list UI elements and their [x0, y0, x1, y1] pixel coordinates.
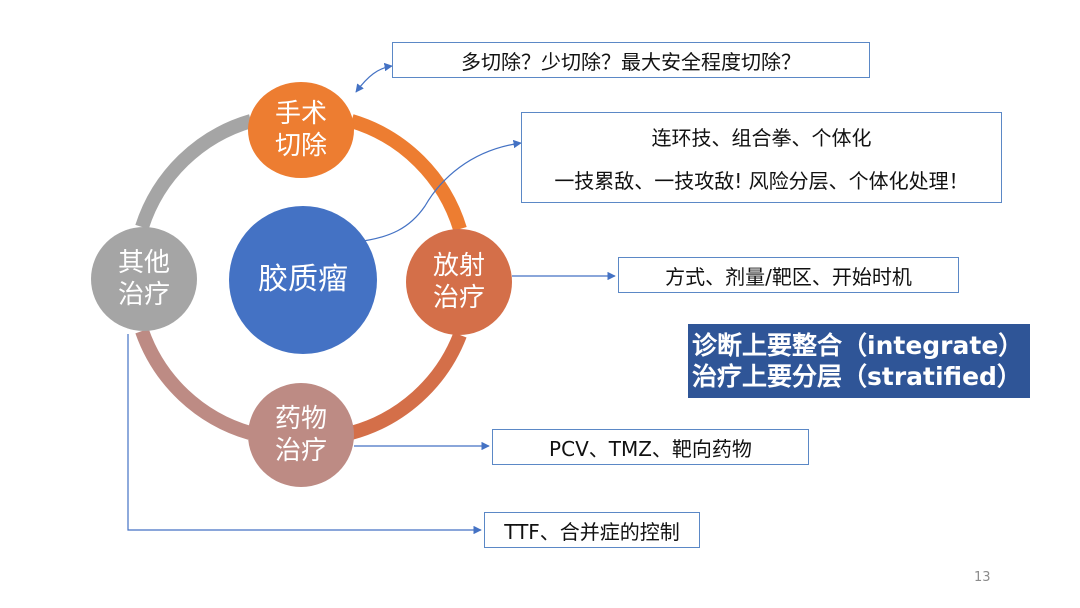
node-other: 其他 治疗 [91, 227, 197, 331]
connector-radio-center [355, 139, 522, 246]
node-radiotherapy-line2: 治疗 [432, 283, 485, 313]
note-box-radiotherapy: 连环技、组合拳、个体化 一技累敌、一技攻敌! 风险分层、个体化处理！ [521, 112, 1002, 203]
note-radiotherapy-line1: 连环技、组合拳、个体化 [651, 125, 872, 150]
note-drug-text: PCV、TMZ、靶向药物 [549, 436, 752, 461]
ring-segment-drug-other [135, 328, 253, 440]
connector-other [127, 334, 482, 535]
banner-line2: 治疗上要分层（stratified） [692, 362, 1022, 391]
banner-line1: 诊断上要整合（integrate） [692, 330, 1024, 360]
connector-surgery [355, 62, 393, 93]
note-other-text: TTF、合并症的控制 [504, 519, 680, 544]
node-radiotherapy: 放射 治疗 [406, 229, 512, 335]
center-label: 胶质瘤 [258, 262, 348, 298]
summary-banner: 诊断上要整合（integrate） 治疗上要分层（stratified） [688, 324, 1030, 398]
node-surgery-line1: 手术 [274, 98, 327, 129]
note-box-radiotherapy-mode: 方式、剂量/靶区、开始时机 [618, 257, 959, 293]
center-node-glioma: 胶质瘤 [229, 206, 377, 354]
node-other-line2: 治疗 [117, 280, 170, 310]
ring-segment-radio-drug [349, 332, 467, 440]
node-surgery-line2: 切除 [274, 131, 327, 161]
node-other-line1: 其他 [117, 247, 170, 278]
note-box-other: TTF、合并症的控制 [484, 512, 700, 548]
node-radiotherapy-line1: 放射 [432, 250, 485, 281]
page-number: 13 [974, 570, 991, 585]
node-surgery: 手术 切除 [248, 82, 354, 178]
node-drug-line1: 药物 [274, 403, 327, 434]
node-drug-line2: 治疗 [274, 436, 327, 466]
node-drug: 药物 治疗 [248, 383, 354, 487]
note-radiotherapy-line2: 一技累敌、一技攻敌! 风险分层、个体化处理！ [554, 168, 969, 193]
ring-segment-other-surgery [135, 114, 254, 230]
note-box-surgery: 多切除？少切除？最大安全程度切除？ [392, 42, 870, 78]
note-radiotherapy-mode-text: 方式、剂量/靶区、开始时机 [665, 264, 912, 289]
note-box-drug: PCV、TMZ、靶向药物 [492, 429, 809, 465]
ring-segment-surgery-radio [349, 114, 467, 232]
note-surgery-text: 多切除？少切除？最大安全程度切除？ [461, 49, 801, 74]
